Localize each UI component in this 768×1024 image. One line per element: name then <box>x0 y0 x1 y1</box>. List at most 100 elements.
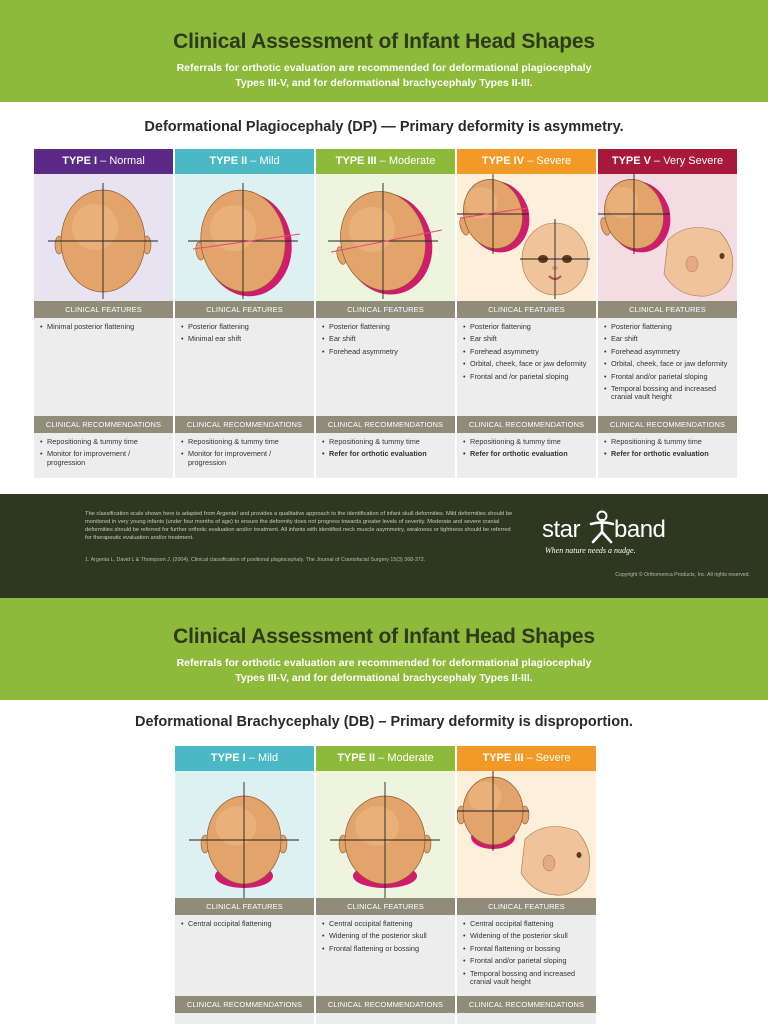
clinical-recommendations-panel <box>316 1013 455 1024</box>
footer-panel: The classification scale shown here is a… <box>0 494 768 598</box>
clinical-recommendations-label: CLINICAL RECOMMENDATIONS <box>34 416 173 433</box>
clinical-feature-item: Minimal ear shift <box>181 334 310 344</box>
card-type-label: TYPE V <box>611 155 651 167</box>
footer-copyright: Copyright © Orthomerica Products, Inc. A… <box>615 572 750 578</box>
card-severity-label: Moderate <box>388 155 436 167</box>
second-page-title: Clinical Assessment of Infant Head Shape… <box>173 625 595 648</box>
card-severity-label: Severe <box>536 155 572 167</box>
clinical-feature-item: Ear shift <box>604 334 733 344</box>
section-title-brachycephaly: Deformational Brachycephaly (DB) – Prima… <box>135 714 633 730</box>
clinical-feature-item: Forehead asymmetry <box>604 347 733 357</box>
footer-reference: 1. Argenta L, David L & Thompson J. (200… <box>85 557 426 563</box>
head-shape-illustration <box>598 174 737 301</box>
clinical-features-label: CLINICAL FEATURES <box>457 301 596 318</box>
card-type-separator: – <box>97 155 110 167</box>
card-severity-label: Normal <box>109 155 145 167</box>
clinical-features-panel: Posterior flatteningEar shiftForehead as… <box>598 318 737 416</box>
clinical-features-panel: Central occipital flattening <box>175 915 314 996</box>
clinical-feature-item: Frontal and /or parietal sloping <box>463 372 592 382</box>
second-banner-subtitle-2: Types III-V, and for deformational brach… <box>235 672 533 684</box>
logo-tagline: When nature needs a nudge. <box>545 546 636 555</box>
clinical-feature-item: Orbital, cheek, face or jaw deformity <box>604 359 733 369</box>
clinical-feature-item: Frontal and/or parietal sloping <box>604 372 733 382</box>
clinical-features-panel: Posterior flatteningEar shiftForehead as… <box>316 318 455 416</box>
head-top-view <box>600 179 671 253</box>
clinical-feature-item: Minimal posterior flattening <box>40 322 169 332</box>
head-shape-illustration <box>34 174 173 301</box>
logo-band-text: band <box>614 516 666 543</box>
card-type-header: TYPE II – Mild <box>175 149 314 174</box>
card-type-header: TYPE II – Moderate <box>316 746 455 771</box>
head-shape-illustration <box>457 174 596 301</box>
logo-star-text: star <box>542 516 581 543</box>
card-type-separator: – <box>375 752 388 764</box>
clinical-feature-item: Ear shift <box>322 334 451 344</box>
second-banner-subtitle-1: Referrals for orthotic evaluation are re… <box>176 657 592 669</box>
card-type-header: TYPE III – Severe <box>457 746 596 771</box>
clinical-feature-item: Central occipital flattening <box>322 919 451 929</box>
clinical-features-label: CLINICAL FEATURES <box>598 301 737 318</box>
clinical-feature-item: Temporal bossing and increased cranial v… <box>463 969 592 987</box>
clinical-recommendation-item: Monitor for improvement / progression <box>181 450 310 467</box>
clinical-feature-item: Widening of the posterior skull <box>463 931 592 941</box>
card-type-label: TYPE I <box>62 155 98 167</box>
card-type-label: TYPE IV <box>481 155 525 167</box>
clinical-features-panel: Minimal posterior flattening <box>34 318 173 416</box>
card-type-label: TYPE III <box>335 155 377 167</box>
clinical-recommendations-label: CLINICAL RECOMMENDATIONS <box>316 996 455 1013</box>
card-type-label: TYPE II <box>337 752 376 764</box>
clinical-feature-item: Posterior flattening <box>463 322 592 332</box>
baby-side-view <box>663 227 734 297</box>
clinical-recommendations-panel: Repositioning & tummy timeRefer for orth… <box>457 433 596 478</box>
page-title: Clinical Assessment of Infant Head Shape… <box>173 30 595 53</box>
clinical-recommendations-panel: Repositioning & tummy timeMonitor for im… <box>34 433 173 478</box>
card-type-separator: – <box>524 155 537 167</box>
clinical-feature-item: Central occipital flattening <box>463 919 592 929</box>
card-type-separator: – <box>523 752 536 764</box>
clinical-feature-item: Frontal flattening or bossing <box>322 944 451 954</box>
head-shape-illustration <box>175 771 314 898</box>
clinical-recommendation-item: Monitor for improvement / progression <box>40 450 169 467</box>
clinical-features-label: CLINICAL FEATURES <box>316 301 455 318</box>
clinical-feature-item: Posterior flattening <box>322 322 451 332</box>
clinical-feature-item: Central occipital flattening <box>181 919 310 929</box>
card-type-label: TYPE III <box>482 752 524 764</box>
clinical-feature-item: Forehead asymmetry <box>322 347 451 357</box>
clinical-recommendations-panel: Repositioning & tummy timeRefer for orth… <box>598 433 737 478</box>
card-type-header: TYPE I – Mild <box>175 746 314 771</box>
clinical-feature-item: Widening of the posterior skull <box>322 931 451 941</box>
head-shape-illustration <box>316 771 455 898</box>
card-severity-label: Mild <box>257 752 279 764</box>
clinical-feature-item: Posterior flattening <box>604 322 733 332</box>
head-shape-illustration <box>316 174 455 301</box>
clinical-recommendations-label: CLINICAL RECOMMENDATIONS <box>457 416 596 433</box>
clinical-recommendations-label: CLINICAL RECOMMENDATIONS <box>316 416 455 433</box>
clinical-recommendation-item: Repositioning & tummy time <box>463 437 592 447</box>
card-type-header: TYPE V – Very Severe <box>598 149 737 174</box>
card-severity-label: Severe <box>535 752 571 764</box>
clinical-recommendation-item: Repositioning & tummy time <box>604 437 733 447</box>
clinical-features-panel: Central occipital flatteningWidening of … <box>457 915 596 996</box>
banner-subtitle-1: Referrals for orthotic evaluation are re… <box>176 62 592 74</box>
card-severity-label: Moderate <box>387 752 434 764</box>
card-type-separator: – <box>376 155 389 167</box>
card-type-header: TYPE I – Normal <box>34 149 173 174</box>
clinical-features-label: CLINICAL FEATURES <box>175 301 314 318</box>
footer-paragraph: The classification scale shown here is a… <box>85 511 513 541</box>
second-banner: Clinical Assessment of Infant Head Shape… <box>0 598 768 700</box>
clinical-recommendations-label: CLINICAL RECOMMENDATIONS <box>175 996 314 1013</box>
clinical-recommendation-item: Refer for orthotic evaluation <box>463 449 592 459</box>
clinical-recommendation-item: Refer for orthotic evaluation <box>604 449 733 459</box>
clinical-recommendation-item: Repositioning & tummy time <box>181 437 310 447</box>
clinical-recommendation-item: Repositioning & tummy time <box>322 437 451 447</box>
clinical-recommendations-label: CLINICAL RECOMMENDATIONS <box>598 416 737 433</box>
clinical-feature-item: Forehead asymmetry <box>463 347 592 357</box>
clinical-features-panel: Posterior flatteningMinimal ear shift <box>175 318 314 416</box>
